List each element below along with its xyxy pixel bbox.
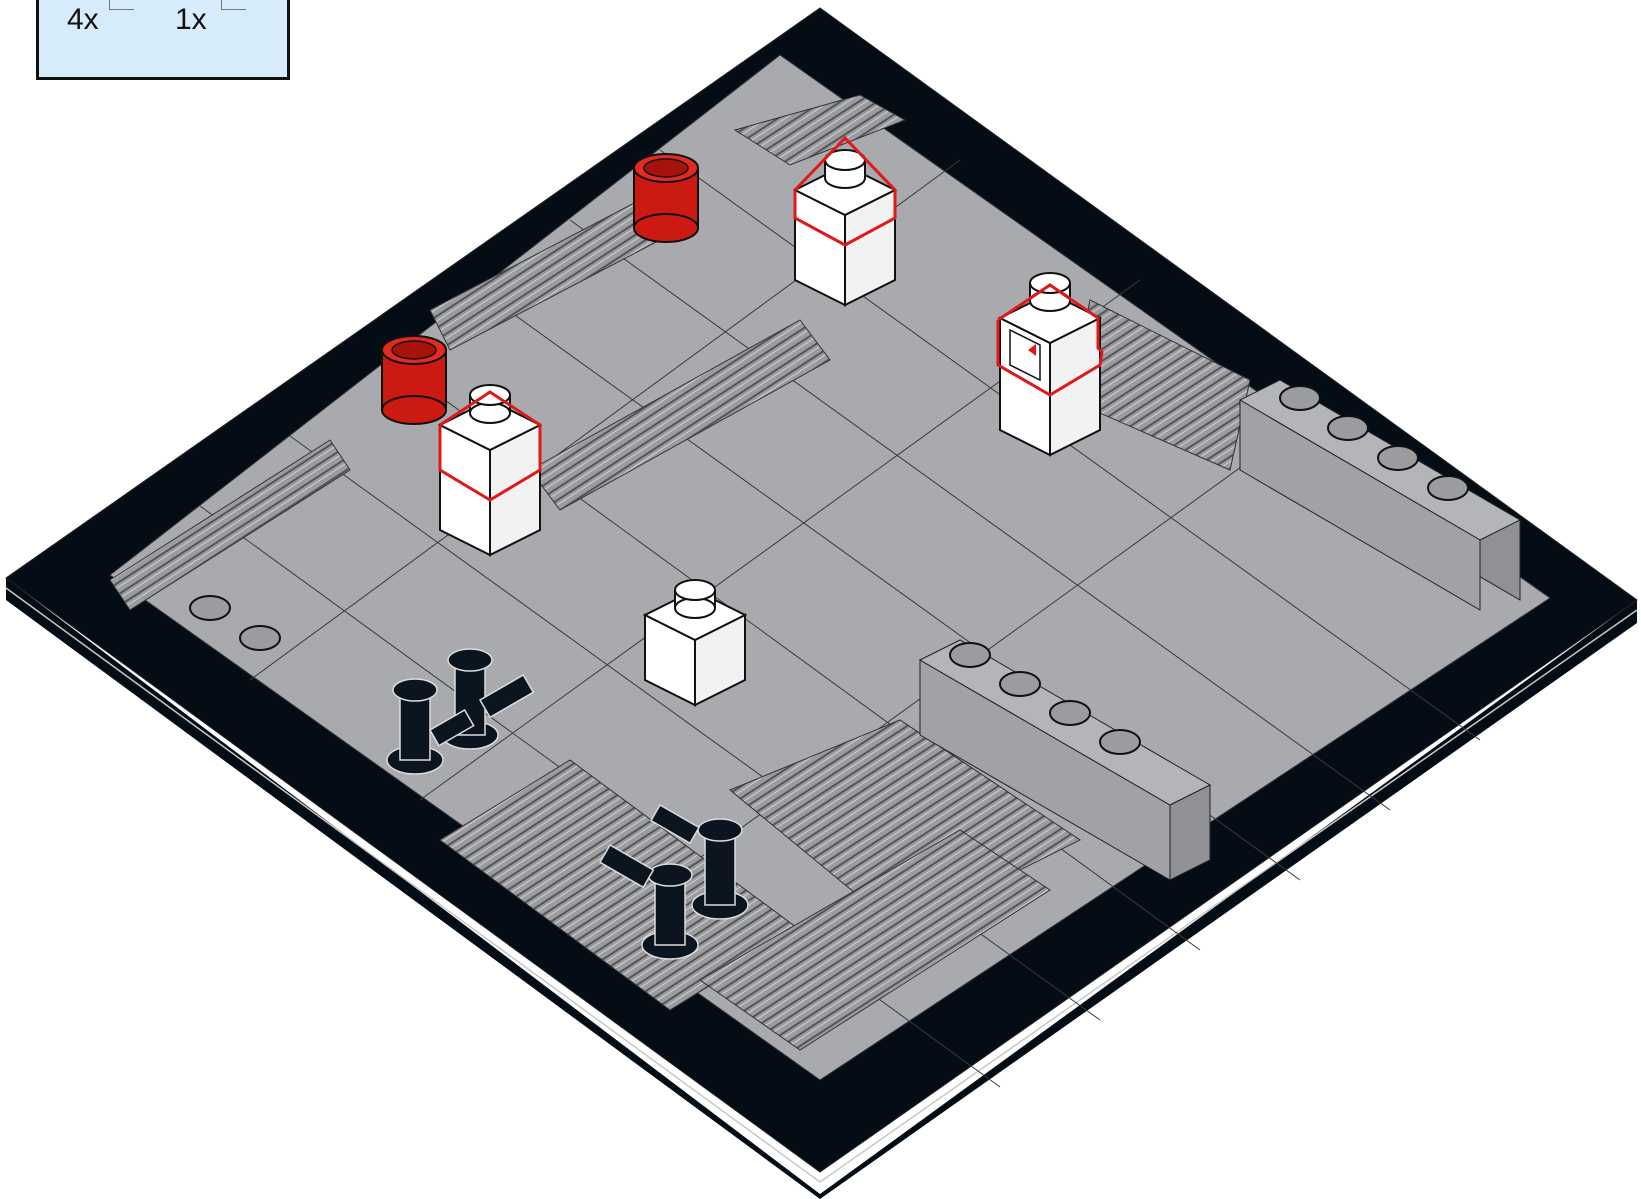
red-round-brick xyxy=(634,154,698,242)
red-round-brick xyxy=(382,336,446,424)
